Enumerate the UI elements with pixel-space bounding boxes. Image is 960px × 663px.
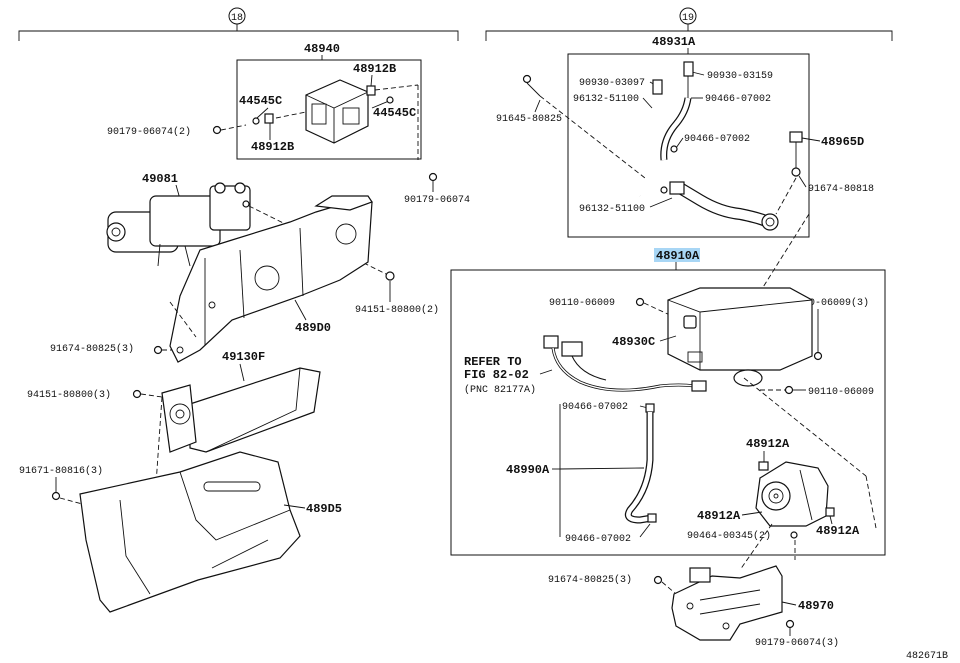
label-48931A: 48931A [652,35,696,49]
hose-48990A [624,403,657,524]
label-90466-mid: 90466-07002 [684,134,750,145]
label-94151-left: 94151-80800(3) [27,389,111,401]
nut-90179-left [212,125,222,135]
bolt-90110-right [813,351,823,361]
reservoir-48930C [667,287,813,387]
section-number-19: 19 [682,13,694,24]
section-bracket-19: 19 [485,7,893,41]
label-48912A-right: 48912A [816,524,860,538]
bolt-91674-bottom [653,575,663,585]
label-49081: 49081 [142,172,178,186]
label-90464: 90464-00345(2) [687,530,771,542]
clip-90464 [790,531,798,539]
label-48930C: 48930C [612,335,655,349]
bolt-90110-low [784,385,794,395]
grommet-48912B-bottom [264,113,274,124]
nut-94151-left [132,389,142,399]
refer-line-3: (PNC 82177A) [464,384,536,396]
bolt-44545C-left [252,117,260,125]
label-90179-right: 90179-06074 [404,195,470,206]
bolt-91645 [522,74,532,84]
nut-90179-right [428,172,438,182]
label-91674-80818: 91674-80818 [808,184,874,195]
label-96132-top: 96132-51100 [573,94,639,105]
label-90179-bottom: 90179-06074(3) [755,637,839,649]
grommet-48912A-top [758,461,769,471]
label-91645: 91645-80825 [496,114,562,125]
label-90466-top: 90466-07002 [705,94,771,105]
actuator-49081 [106,182,251,267]
bolt-91674-left [153,345,163,355]
tray-489D5 [79,451,301,613]
label-48910A: 48910A [656,249,700,263]
label-48912A-top: 48912A [746,437,790,451]
label-90930-03097: 90930-03097 [579,78,645,89]
figure-reference-code: 482671B [906,651,948,662]
label-90466-hose-top: 90466-07002 [562,402,628,413]
label-90179-left: 90179-06074(2) [107,126,191,138]
bolt-44545C-right [386,96,394,104]
pump-motor [755,461,829,527]
label-91674-left: 91674-80825(3) [50,343,134,355]
bracket-48970 [671,565,783,641]
highlight-48910A [654,248,700,262]
label-48912B-bottom: 48912B [251,140,294,154]
grommet-48912A-right [825,507,835,517]
section-bracket-18: 18 [18,7,459,41]
label-48912A-mid: 48912A [697,509,741,523]
label-44545C-right: 44545C [373,106,416,120]
label-48990A: 48990A [506,463,550,477]
label-49130F: 49130F [222,350,265,364]
label-90110-left: 90110-06009 [549,298,615,309]
ecu-module-48940 [305,79,369,144]
refer-line-1: REFER TO [464,355,522,369]
nut-94151-right [385,271,395,281]
label-91674-bottom: 91674-80825(3) [548,574,632,586]
label-48965D: 48965D [821,135,864,149]
label-91671: 91671-80816(3) [19,465,103,477]
label-90930-03159: 90930-03159 [707,71,773,82]
label-90466-hose-bottom: 90466-07002 [565,534,631,545]
wire-harness [543,335,707,392]
bolt-91671 [51,491,61,501]
label-489D5: 489D5 [306,502,342,516]
sensor-48965D [789,131,803,177]
refer-line-2: FIG 82-02 [464,368,529,382]
label-44545C-left: 44545C [239,94,282,108]
nut-90179-bottom [785,619,795,629]
section-number-18: 18 [231,13,243,24]
hose-assembly [625,61,779,231]
bracket-489D0 [169,195,373,363]
bolt-90110-left [635,297,645,307]
label-94151-right: 94151-80800(2) [355,304,439,316]
ecu-group-box [236,59,422,160]
grommet-48912B-top [366,85,376,96]
label-48970: 48970 [798,599,834,613]
cover-49130F [161,367,321,453]
label-48940: 48940 [304,42,340,56]
label-48912B-top: 48912B [353,62,396,76]
bolt-actuator [242,200,250,208]
hose-group-box [567,53,810,238]
assembly-48910A-box [450,269,886,556]
label-90110-low: 90110-06009 [808,387,874,398]
label-489D0: 489D0 [295,321,331,335]
label-96132-bottom: 96132-51100 [579,204,645,215]
